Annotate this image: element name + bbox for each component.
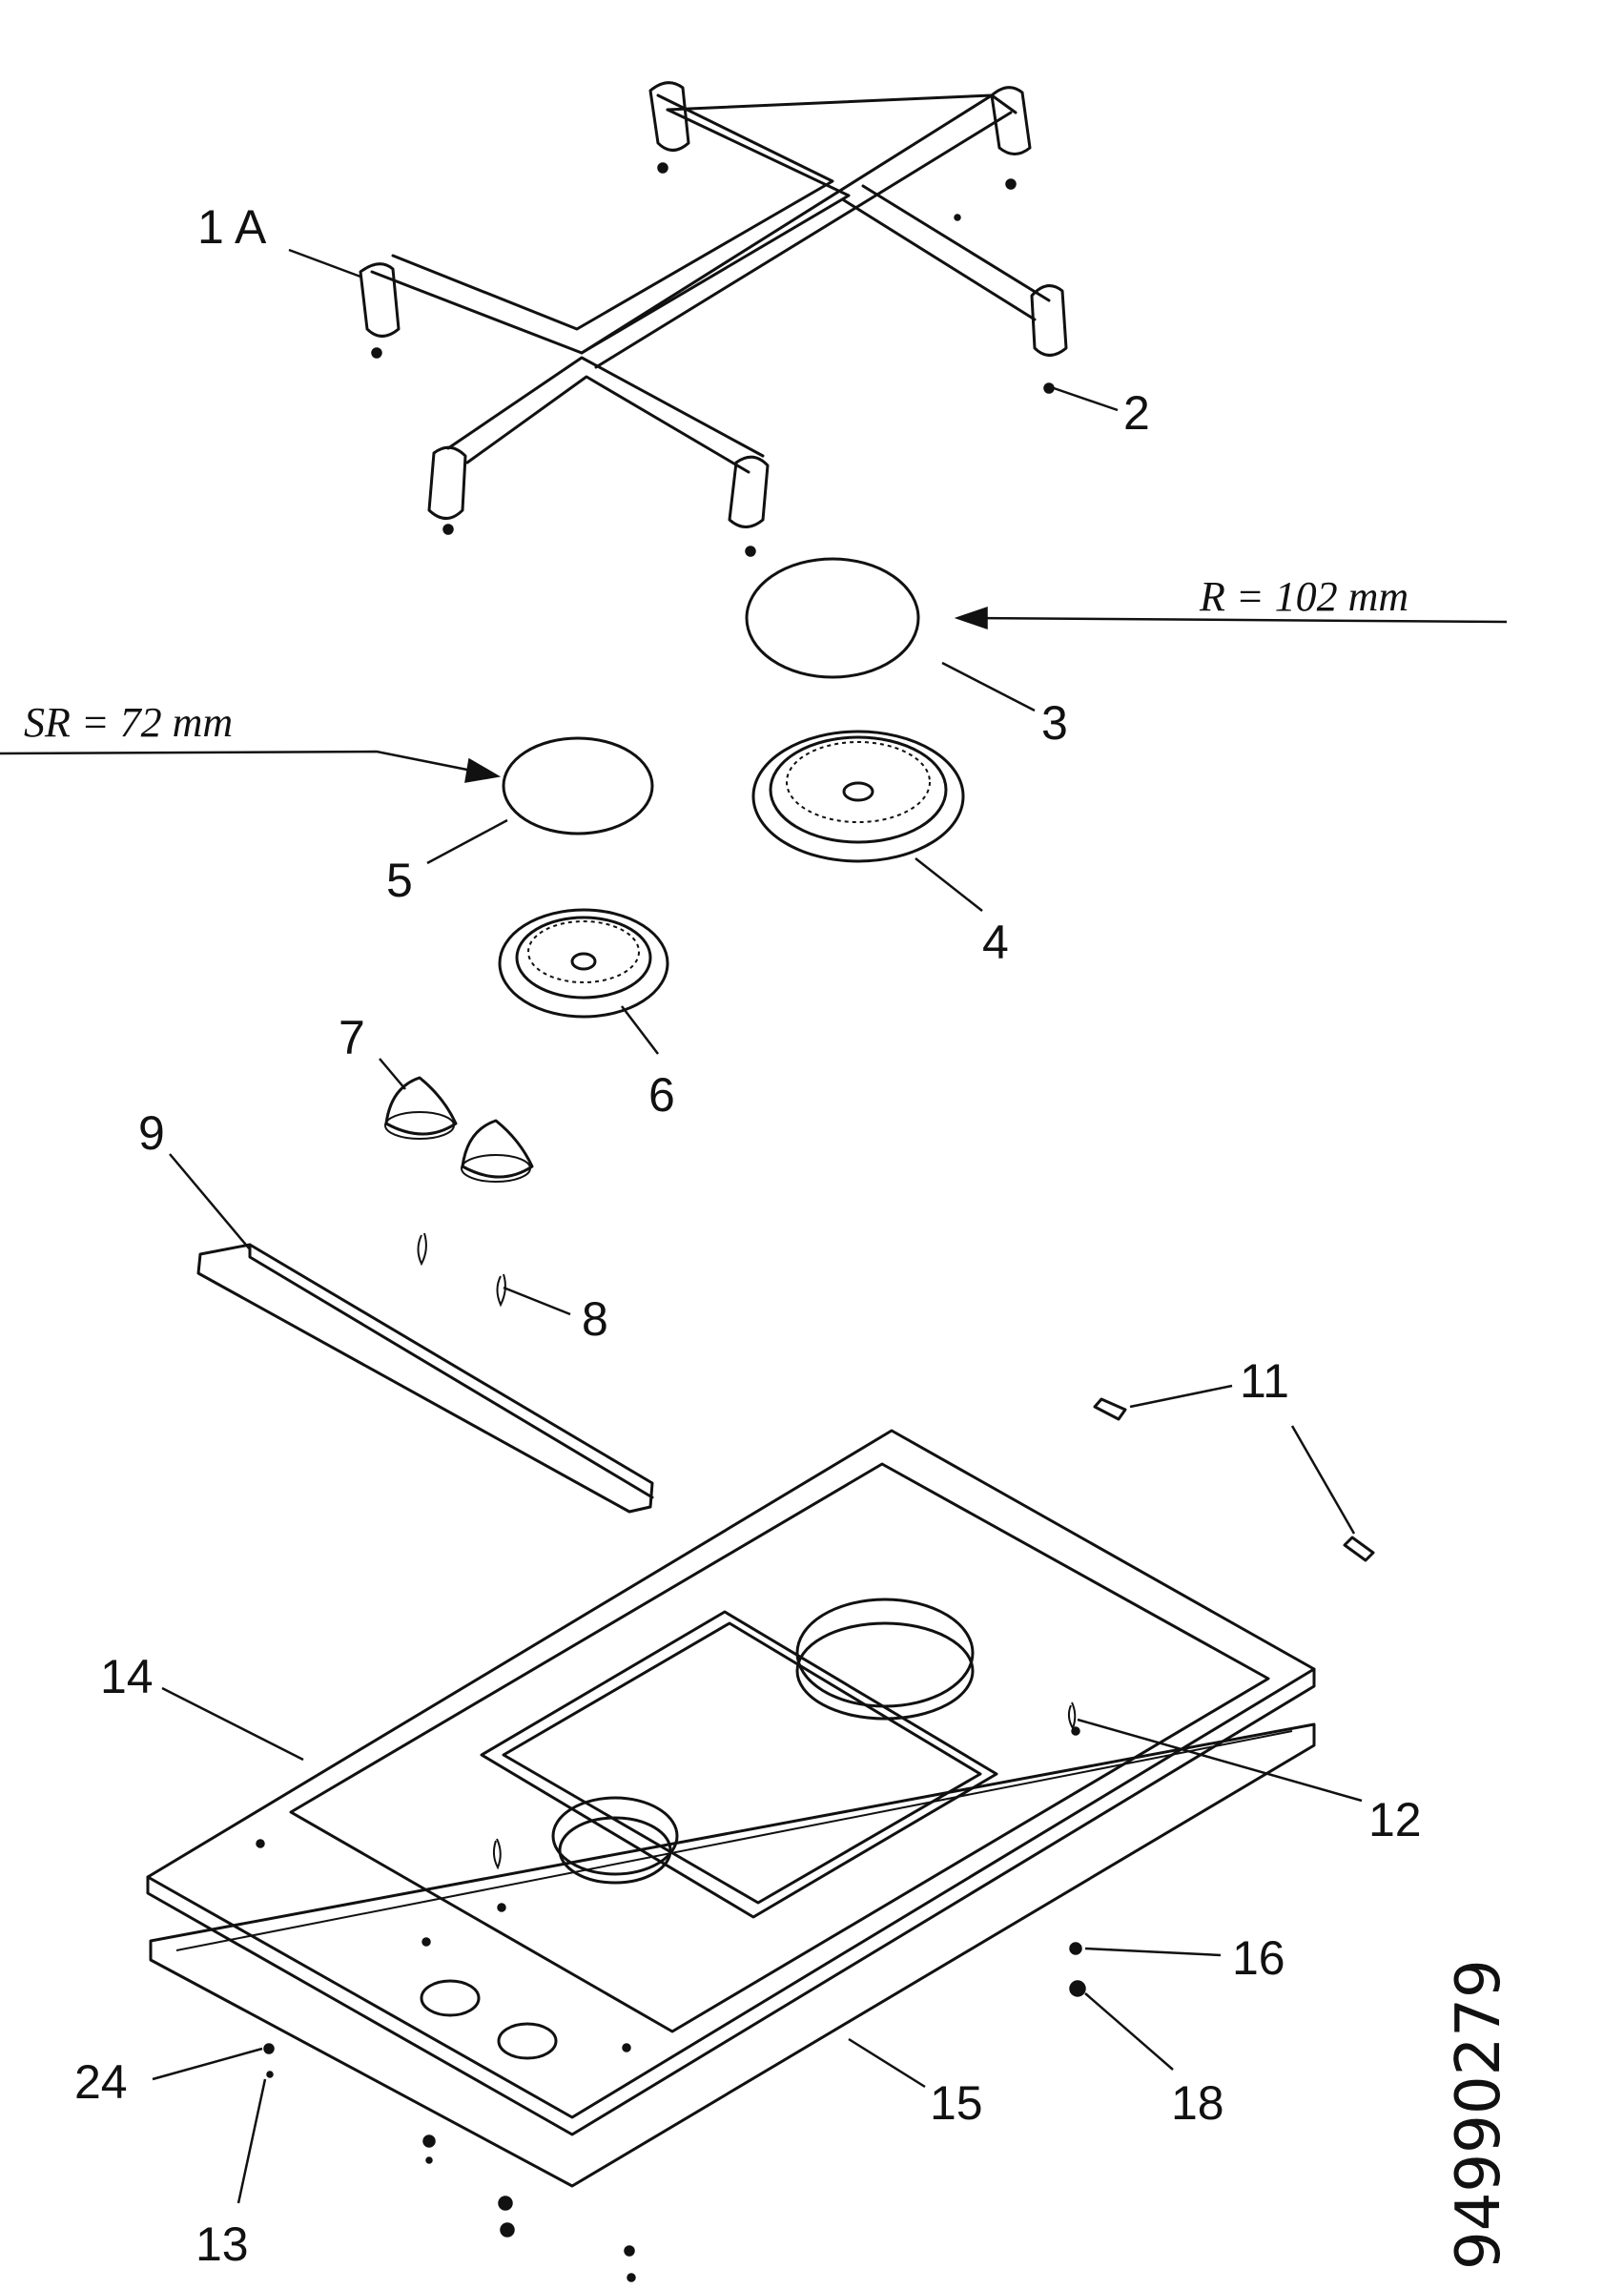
callout-4: 4 [982,916,1009,969]
callout-12: 12 [1368,1793,1422,1846]
callout-1a: 1 A [197,200,267,254]
pan-support-1a [359,81,1068,557]
callout-3: 3 [1041,696,1068,750]
callout-13: 13 [195,2217,249,2271]
callout-6: 6 [648,1068,675,1122]
callout-14: 14 [100,1650,154,1703]
fixing-clips-11 [1093,1397,1375,1562]
callout-9: 9 [138,1106,165,1160]
burner-cap-3 [745,557,920,679]
callout-11: 11 [1240,1354,1289,1408]
pin-14-center [492,1838,502,1870]
callout-16: 16 [1232,1931,1285,1985]
fasteners [263,1942,1086,2282]
burner-4 [751,730,965,863]
burner-cap-5 [502,736,654,835]
hob-top-plate-14 [146,1429,1316,2136]
callout-15: 15 [930,2076,983,2130]
callout-5: 5 [386,854,413,907]
callout-7: 7 [339,1011,365,1064]
leader-lines [0,248,1508,2204]
control-knobs-7 [384,1076,534,1183]
rapid-burner-radius-label: R = 102 mm [1199,573,1408,620]
callout-2: 2 [1123,386,1150,440]
semi-rapid-burner-radius-label: SR = 72 mm [24,699,233,746]
callout-8: 8 [582,1292,608,1346]
burner-6 [498,908,669,1019]
pin-12 [1067,1701,1077,1731]
spring-clips-8 [417,1232,506,1308]
callout-18: 18 [1171,2076,1224,2130]
seal-gasket-15 [149,1722,1316,2188]
trim-strip-9 [196,1243,654,1514]
callout-24: 24 [74,2055,128,2109]
callout-labels: 1 A 2 3 4 5 6 7 8 9 11 12 13 14 15 16 18… [74,200,1422,2271]
document-number: 94990279 [1444,1959,1514,2270]
